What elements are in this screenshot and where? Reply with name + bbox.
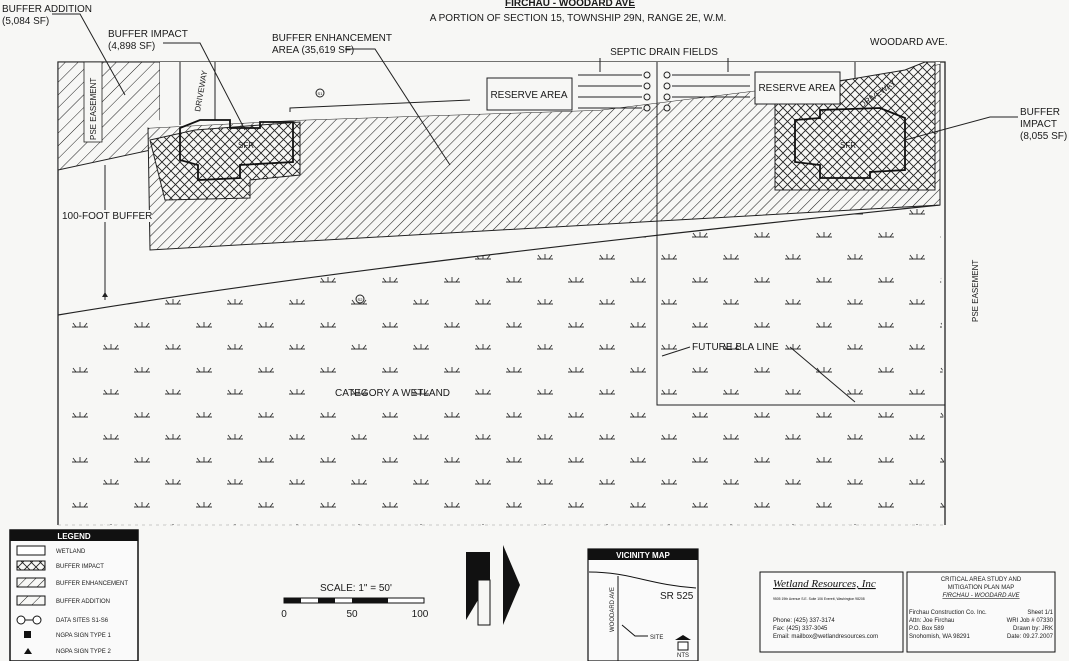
- wetland-area: [58, 205, 945, 525]
- titleblock-line1: CRITICAL AREA STUDY AND: [941, 577, 1022, 583]
- company-address: 9505 19th Avenue S.E. Suite 106 Everett,…: [773, 597, 865, 601]
- vicinity-woodard: WOODARD AVE: [610, 587, 616, 632]
- woodard-ave-label: WOODARD AVE.: [870, 37, 948, 48]
- data-site-s2-label: S2: [358, 297, 364, 302]
- buffer-addition-label: BUFFER ADDITION: [2, 4, 92, 15]
- scale-bar: SCALE: 1" = 50' 0 50 100: [281, 583, 429, 620]
- scale-tick-100: 100: [412, 609, 429, 620]
- title-block: CRITICAL AREA STUDY AND MITIGATION PLAN …: [906, 571, 1056, 653]
- wetland-label: CATEGORY A WETLAND: [335, 388, 450, 399]
- sfr-right-label: SFR: [840, 141, 856, 150]
- vicinity-site: SITE: [650, 635, 663, 641]
- septic-drain-fields: [578, 58, 750, 112]
- vicinity-title: VICINITY MAP: [616, 551, 670, 560]
- titleblock-attn: Attn: Joe Firchau: [909, 618, 954, 624]
- data-site-s2: [355, 294, 365, 304]
- data-site-s1: [315, 88, 325, 98]
- legend: LEGEND WETLAND BUFFER IMPACT BUFFER ENHA…: [9, 529, 139, 661]
- hundred-foot-buffer-label: 100-FOOT BUFFER: [62, 211, 152, 222]
- buffer-addition-area-label: (5,084 SF): [2, 16, 49, 27]
- reserve-area-right: [754, 71, 841, 105]
- pse-easement-left: PSE EASEMENT: [89, 78, 98, 140]
- titleblock-drawn: Drawn by: JRK: [1013, 626, 1053, 632]
- titleblock-city: Snohomish, WA 98291: [909, 634, 970, 640]
- buffer-enhancement-area-label: AREA (35,619 SF): [272, 45, 354, 56]
- scale-tick-50: 50: [346, 609, 358, 620]
- vicinity-nts: NTS: [677, 653, 689, 659]
- ngpa-sign: [102, 292, 108, 297]
- scale-tick-0: 0: [281, 609, 287, 620]
- data-site-s1-label: S1: [318, 91, 324, 96]
- legend-wetland: WETLAND: [56, 549, 86, 555]
- company-block: Wetland Resources, Inc 9505 19th Avenue …: [759, 571, 904, 653]
- reserve-area-left: [486, 77, 573, 111]
- titleblock-line2: MITIGATION PLAN MAP: [948, 585, 1015, 591]
- vicinity-sr525: SR 525: [660, 591, 694, 602]
- buffer-addition-area: [57, 61, 161, 171]
- vicinity-map: VICINITY MAP WOODARD AVE SR 525 SITE NTS: [587, 548, 699, 661]
- reserve-area-right-label: RESERVE AREA: [758, 83, 835, 94]
- company-phone: Phone: (425) 337-3174: [773, 618, 835, 624]
- titleblock-date: Date: 09.27.2007: [1007, 634, 1054, 640]
- wetland-boundary: [57, 204, 941, 316]
- titleblock-po: P.O. Box 589: [909, 626, 945, 632]
- company-email: Email: mailbox@wetlandresources.com: [773, 634, 878, 640]
- buffer-impact-right-area-label: (8,055 SF): [1020, 131, 1067, 142]
- future-bla-label: FUTURE BLA LINE: [692, 342, 779, 353]
- future-bla-line: [656, 62, 945, 406]
- titleblock-sheet: Sheet 1/1: [1027, 610, 1053, 616]
- buffer-impact-left: [149, 121, 301, 201]
- reserve-area-left-label: RESERVE AREA: [490, 90, 567, 101]
- pse-easement-right: PSE EASEMENT: [971, 260, 980, 322]
- titleblock-line3: FIRCHAU - WOODARD AVE: [942, 593, 1020, 599]
- legend-buffer-enhancement: BUFFER ENHANCEMENT: [56, 581, 128, 587]
- legend-ngpa-sign-2: NGPA SIGN TYPE 2: [56, 649, 111, 655]
- buffer-impact-left-area-label: (4,898 SF): [108, 41, 155, 52]
- company-name: Wetland Resources, Inc: [773, 578, 876, 590]
- scale-label: SCALE: 1" = 50': [320, 583, 392, 594]
- legend-data-sites: DATA SITES S1-S6: [56, 618, 109, 624]
- legend-buffer-impact: BUFFER IMPACT: [56, 564, 104, 570]
- company-fax: Fax: (425) 337-3045: [773, 626, 828, 632]
- buffer-impact-right-label: BUFFER: [1020, 107, 1060, 118]
- titleblock-job: WRI Job # 07330: [1007, 618, 1054, 624]
- titleblock-client: Firchau Construction Co. Inc.: [909, 610, 987, 616]
- north-arrow-icon: [466, 545, 520, 626]
- buffer-impact-left-label: BUFFER IMPACT: [108, 29, 188, 40]
- project-subtitle: A PORTION OF SECTION 15, TOWNSHIP 29N, R…: [430, 13, 727, 24]
- project-title: FIRCHAU - WOODARD AVE: [505, 0, 635, 9]
- legend-buffer-addition: BUFFER ADDITION: [56, 599, 110, 605]
- legend-ngpa-sign-1: NGPA SIGN TYPE 1: [56, 633, 111, 639]
- legend-title: LEGEND: [57, 532, 91, 541]
- sfr-left-label: SFR: [238, 141, 254, 150]
- buffer-impact-right-label-2: IMPACT: [1020, 119, 1057, 130]
- sfr-right-footprint: [794, 107, 906, 179]
- sfr-left-footprint: [179, 119, 294, 181]
- buffer-enhancement-label: BUFFER ENHANCEMENT: [272, 33, 392, 44]
- septic-label: SEPTIC DRAIN FIELDS: [610, 47, 718, 58]
